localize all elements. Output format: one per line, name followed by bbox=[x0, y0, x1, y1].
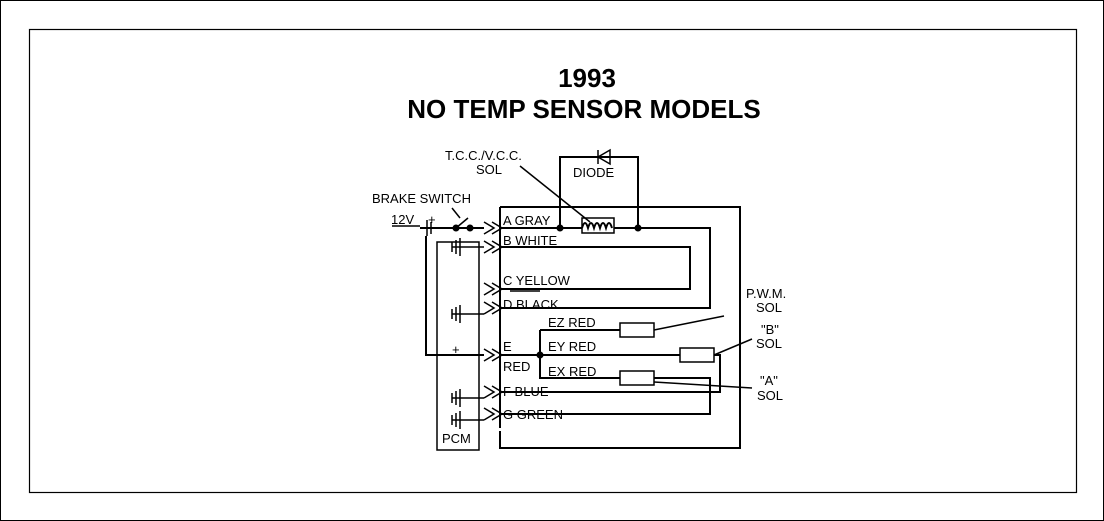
a-sol-label-line1: "A" bbox=[760, 373, 778, 388]
tcc-label-line2: SOL bbox=[476, 162, 502, 177]
pin-f-label: F BLUE bbox=[503, 384, 549, 399]
tcc-leader bbox=[519, 165, 591, 223]
brake-switch-leader bbox=[451, 207, 461, 219]
ground-icon bbox=[451, 411, 484, 429]
pwm-coil bbox=[619, 322, 655, 338]
diode-label: DIODE bbox=[573, 165, 615, 180]
pwm-label-line1: P.W.M. bbox=[746, 286, 786, 301]
pin-e-label: E bbox=[503, 339, 512, 354]
b-sol-coil bbox=[679, 347, 715, 363]
pwm-label-line2: SOL bbox=[756, 300, 782, 315]
pcm-plus-label: + bbox=[452, 342, 460, 357]
diode-symbol bbox=[590, 148, 611, 166]
pin-g-label: G GREEN bbox=[503, 407, 563, 422]
pin-e-color: RED bbox=[503, 359, 530, 374]
wire-a-sol-return bbox=[500, 377, 711, 415]
pin-c-label: C YELLOW bbox=[503, 273, 571, 288]
supply-plus-label: + bbox=[428, 212, 436, 227]
ex-label: EX RED bbox=[548, 364, 596, 379]
a-sol-coil bbox=[619, 370, 655, 386]
tcc-label-line1: T.C.C./V.C.C. bbox=[445, 148, 522, 163]
a-sol-label-line2: SOL bbox=[757, 388, 783, 403]
pin-b-label: B WHITE bbox=[503, 233, 557, 248]
pin-d-label: D BLACK bbox=[503, 297, 559, 312]
connector-pins bbox=[483, 221, 504, 421]
junction-dot bbox=[634, 224, 642, 232]
junction-dot bbox=[556, 224, 564, 232]
b-sol-label-line1: "B" bbox=[761, 322, 779, 337]
pcm-box bbox=[436, 241, 480, 451]
title-year: 1993 bbox=[558, 63, 616, 93]
ground-icon bbox=[451, 238, 484, 256]
ground-icon bbox=[451, 305, 484, 323]
junction-dot bbox=[536, 351, 544, 359]
pwm-leader bbox=[653, 315, 725, 331]
switch-contact bbox=[452, 224, 460, 232]
ground-icon bbox=[451, 389, 484, 407]
a-sol-leader bbox=[653, 381, 753, 389]
b-sol-leader bbox=[713, 338, 753, 356]
ey-label: EY RED bbox=[548, 339, 596, 354]
wire-e-feed bbox=[425, 236, 484, 356]
wire-b-sol-return bbox=[500, 354, 721, 393]
wire-b-white bbox=[500, 246, 691, 290]
harness-outline bbox=[499, 206, 741, 449]
battery-symbol bbox=[426, 220, 432, 236]
pin-a-label: A GRAY bbox=[503, 213, 551, 228]
wire-tcc-return bbox=[500, 227, 711, 309]
diagram-border bbox=[28, 28, 1078, 494]
ez-label: EZ RED bbox=[548, 315, 596, 330]
tcc-coil bbox=[581, 222, 613, 232]
supply-12v-label: 12V bbox=[391, 212, 414, 227]
title-models: NO TEMP SENSOR MODELS bbox=[407, 94, 760, 124]
pcm-label: PCM bbox=[442, 431, 471, 446]
b-sol-label-line2: SOL bbox=[756, 336, 782, 351]
brake-switch-label: BRAKE SWITCH bbox=[372, 191, 471, 206]
e-branch-bus bbox=[539, 330, 620, 379]
tcc-coil-box bbox=[581, 217, 615, 234]
